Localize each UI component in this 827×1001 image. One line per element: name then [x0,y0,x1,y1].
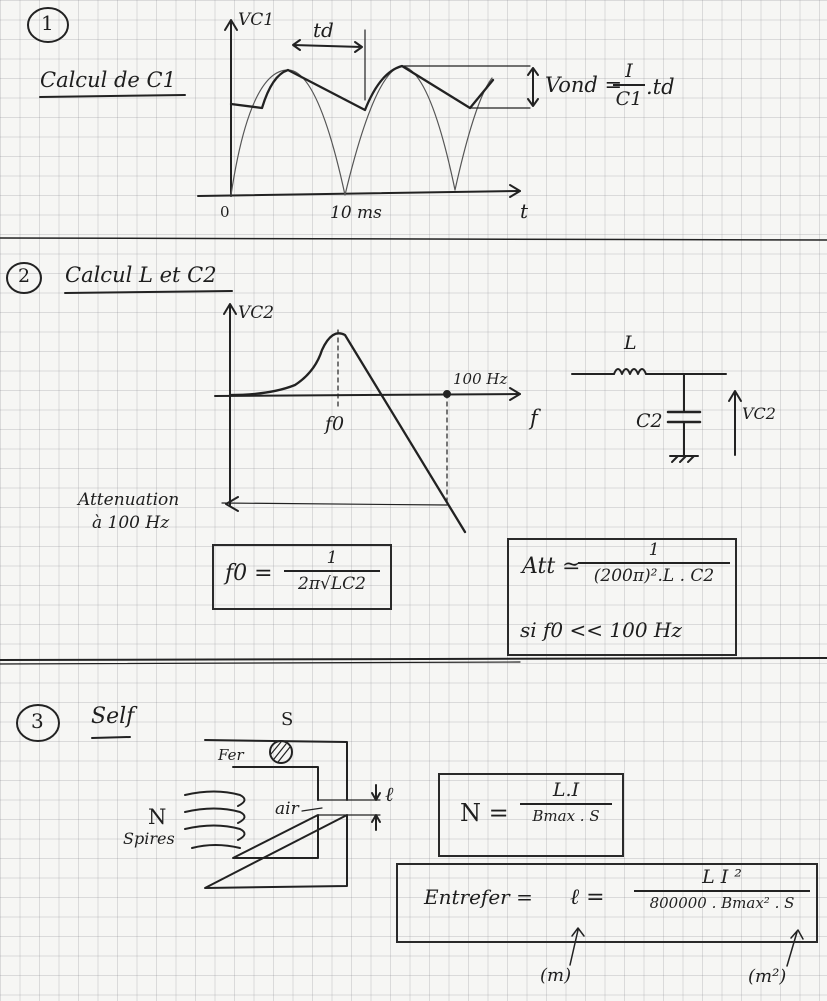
section-s-circle [269,740,293,764]
unit-m-label: (m) [540,965,572,986]
section2-x-axis [214,393,521,397]
att-formula-denominator: (200π)².L . C2 [593,566,715,586]
gap-formula-fraction: L I ² 800000 . Bmax² . S [634,866,810,912]
section2-number-circle [6,262,42,294]
gap-formula-lhs: Entrefer = [424,885,533,909]
section1-capacitor-voltage [229,64,495,112]
section1-10ms-label: 10 ms [330,203,382,223]
fraction-bar [578,562,730,564]
section1-title-underline [39,94,186,98]
section3-title: Self [91,704,135,729]
unit-m-arrow [569,927,585,966]
air-pointer [301,807,323,812]
n-formula-fraction: L.I Bmax . S [520,779,612,825]
f0-formula-denominator: 2π√LC2 [298,574,366,594]
coil-spires-label: Spires [123,829,175,848]
section1-number: 1 [41,11,54,35]
section1-origin-label: 0 [220,203,230,221]
circuit-inductor [613,368,647,375]
n-formula-box [438,773,624,857]
section2-response-curve [228,332,467,534]
gap-formula-box [396,863,818,943]
section1-vond-numerator: I [625,60,633,82]
coil-windings [184,790,246,849]
fraction-bar [520,803,612,805]
circuit-inductor-label: L [624,332,637,354]
gap-formula-denominator: 800000 . Bmax² . S [649,894,795,912]
section1-vond-arrow [527,67,539,107]
air-gap-lines [317,799,381,816]
section1-number-circle [27,7,69,43]
section1-y-arrow [224,19,238,31]
section3-number-circle [16,704,60,742]
divider-2b [0,661,521,665]
core-fer-label: Fer [218,746,244,764]
f0-formula-fraction: 1 2π√LC2 [284,548,380,594]
fraction-bar [613,84,645,86]
section1-title: Calcul de C1 [40,68,176,92]
n-formula-lhs: N = [460,799,509,827]
section1-x-arrow [509,184,521,198]
att-formula-condition: si f0 << 100 Hz [520,618,682,642]
section1-vond-lhs: Vond = [545,73,623,97]
attenuation-label-line2: à 100 Hz [92,513,170,533]
att-formula-numerator: 1 [648,540,660,560]
fraction-bar [634,890,810,892]
section2-number: 2 [18,265,31,287]
attenuation-label-line1: Attenuation [78,490,180,510]
section2-y-arrow [223,303,237,315]
section3-title-underline [91,736,131,739]
circuit-capacitor-plates [666,410,702,424]
unit-m2-arrow [786,929,804,967]
core-outer [204,739,348,889]
section2-100hz-label: 100 Hz [453,370,508,388]
att-formula-box [507,538,737,656]
section1-x-axis-label: t [520,199,529,223]
n-formula-numerator: L.I [552,779,580,801]
air-gap-arrow [371,784,381,831]
section2-x-axis-label: f [530,406,538,430]
air-label: air [275,799,299,819]
section1-vond-denominator: C1 [615,88,643,110]
section-s-label: S [281,709,294,730]
n-formula-denominator: Bmax . S [532,807,600,825]
unit-m2-label: (m²) [748,966,787,987]
section1-td-arrow [292,39,363,53]
section1-y-axis-label: VC1 [238,10,275,30]
coil-n-label: N [148,805,167,829]
gap-formula-mid: ℓ = [570,885,605,910]
section1-x-axis [197,190,521,197]
section2-100hz-dot [443,390,451,398]
gap-label: ℓ [385,782,394,806]
section1-vond-tail: .td [646,75,675,99]
circuit-voltage-arrow [728,390,742,456]
circuit-voltage-label: VC2 [742,404,776,423]
section-s-hatch [270,741,291,763]
section1-vond-fraction: I C1 [613,60,645,110]
section2-x-arrow [509,387,521,401]
section2-y-axis-label: VC2 [238,303,275,323]
section2-title: Calcul L et C2 [65,263,217,287]
section1-td-label: td [313,18,334,42]
section2-f0-label: f0 [325,413,345,435]
att-formula-fraction: 1 (200π)².L . C2 [578,540,730,586]
section1-rectified-sine [230,65,493,196]
f0-formula-box [212,544,392,610]
att-formula-lhs: Att ≃ [522,554,581,579]
section3-number: 3 [31,709,44,733]
section2-attenuation-line [221,502,448,506]
core-inner [232,766,319,859]
circuit-ground [669,455,699,463]
f0-formula-lhs: f0 = [225,561,273,586]
divider-1 [0,237,827,241]
circuit-capacitor-label: C2 [636,410,663,432]
section2-title-underline [64,290,233,294]
gap-formula-numerator: L I ² [702,866,742,888]
divider-2 [0,657,827,661]
section2-attenuation-arrowhead [225,496,239,512]
fraction-bar [284,570,380,572]
f0-formula-numerator: 1 [326,548,338,568]
